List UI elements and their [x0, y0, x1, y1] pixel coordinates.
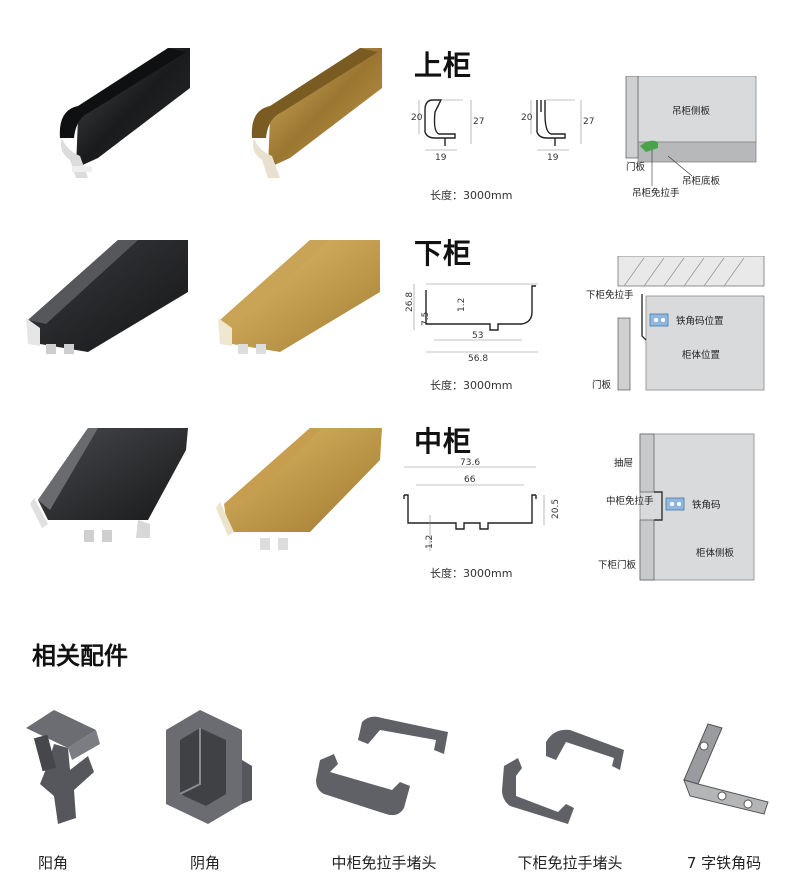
- lower-endcap-icon: [494, 720, 639, 825]
- upper-black-profile-image: [18, 48, 193, 183]
- svg-text:19: 19: [435, 153, 447, 162]
- lower-length-label: 长度：3000mm: [430, 379, 513, 392]
- lower-install-diagram: 下柜免拉手 铁角码位置 柜体位置 门板: [584, 256, 766, 394]
- svg-text:27: 27: [473, 117, 484, 127]
- svg-text:20.5: 20.5: [551, 499, 561, 519]
- middle-cross-section-drawing: 73.6 66 20.5 1.2: [396, 455, 561, 555]
- lower-cabinet-title: 下柜: [414, 237, 473, 270]
- svg-text:下柜免拉手: 下柜免拉手: [586, 289, 634, 301]
- svg-text:20: 20: [411, 113, 423, 123]
- svg-text:吊柜免拉手: 吊柜免拉手: [632, 187, 680, 199]
- svg-text:26.8: 26.8: [405, 292, 415, 312]
- lower-gold-profile-image: [210, 232, 385, 367]
- svg-text:66: 66: [464, 475, 476, 485]
- svg-text:门板: 门板: [592, 379, 612, 391]
- accessory-label-outer-corner: 阳角: [37, 854, 68, 872]
- svg-text:门板: 门板: [626, 161, 646, 173]
- upper-cabinet-title: 上柜: [414, 49, 473, 82]
- svg-text:抽屉: 抽屉: [614, 457, 633, 469]
- lower-cross-section-drawing: 26.8 7.5 1.2 53 56.8: [398, 278, 548, 363]
- upper-cross-section-drawings: 20 27 19 20 27 19: [405, 92, 605, 162]
- accessory-label-middle-endcap: 中柜免拉手堵头: [331, 854, 437, 872]
- svg-text:铁角码位置: 铁角码位置: [676, 315, 724, 327]
- upper-length-label: 长度：3000mm: [430, 189, 513, 202]
- svg-text:20: 20: [521, 113, 533, 123]
- svg-text:53: 53: [472, 331, 483, 341]
- svg-text:19: 19: [547, 153, 559, 162]
- svg-text:吊柜底板: 吊柜底板: [682, 175, 721, 187]
- svg-text:吊柜侧板: 吊柜侧板: [672, 105, 711, 117]
- accessories-heading: 相关配件: [32, 642, 128, 670]
- middle-black-profile-image: [18, 420, 193, 560]
- accessory-label-l-bracket: 7 字铁角码: [686, 854, 762, 872]
- middle-gold-profile-image: [210, 420, 385, 560]
- middle-length-label: 长度：3000mm: [430, 567, 513, 580]
- accessory-label-inner-corner: 阴角: [189, 854, 220, 872]
- middle-endcap-icon: [308, 710, 458, 825]
- lower-black-profile-image: [18, 232, 193, 367]
- l-bracket-icon: [676, 718, 776, 818]
- svg-text:下柜门板: 下柜门板: [598, 559, 637, 571]
- middle-install-diagram: 抽屉 中柜免拉手 铁角码 柜体侧板 下柜门板: [596, 432, 756, 582]
- svg-text:1.2: 1.2: [457, 298, 467, 312]
- svg-text:铁角码: 铁角码: [692, 499, 721, 511]
- middle-cabinet-title: 中柜: [414, 425, 473, 458]
- svg-text:27: 27: [583, 117, 594, 127]
- svg-text:7.5: 7.5: [421, 312, 431, 326]
- svg-text:56.8: 56.8: [468, 354, 488, 363]
- svg-text:中柜免拉手: 中柜免拉手: [606, 495, 654, 507]
- upper-install-diagram: 吊柜侧板 门板 吊柜底板 吊柜免拉手: [596, 76, 766, 201]
- svg-text:柜体位置: 柜体位置: [682, 349, 720, 361]
- inner-corner-icon: [156, 700, 256, 830]
- svg-text:柜体侧板: 柜体侧板: [696, 547, 735, 559]
- accessory-label-lower-endcap: 下柜免拉手堵头: [517, 854, 623, 872]
- outer-corner-icon: [18, 700, 110, 830]
- svg-text:1.2: 1.2: [425, 535, 435, 549]
- upper-gold-profile-image: [210, 48, 385, 183]
- svg-text:73.6: 73.6: [460, 458, 480, 468]
